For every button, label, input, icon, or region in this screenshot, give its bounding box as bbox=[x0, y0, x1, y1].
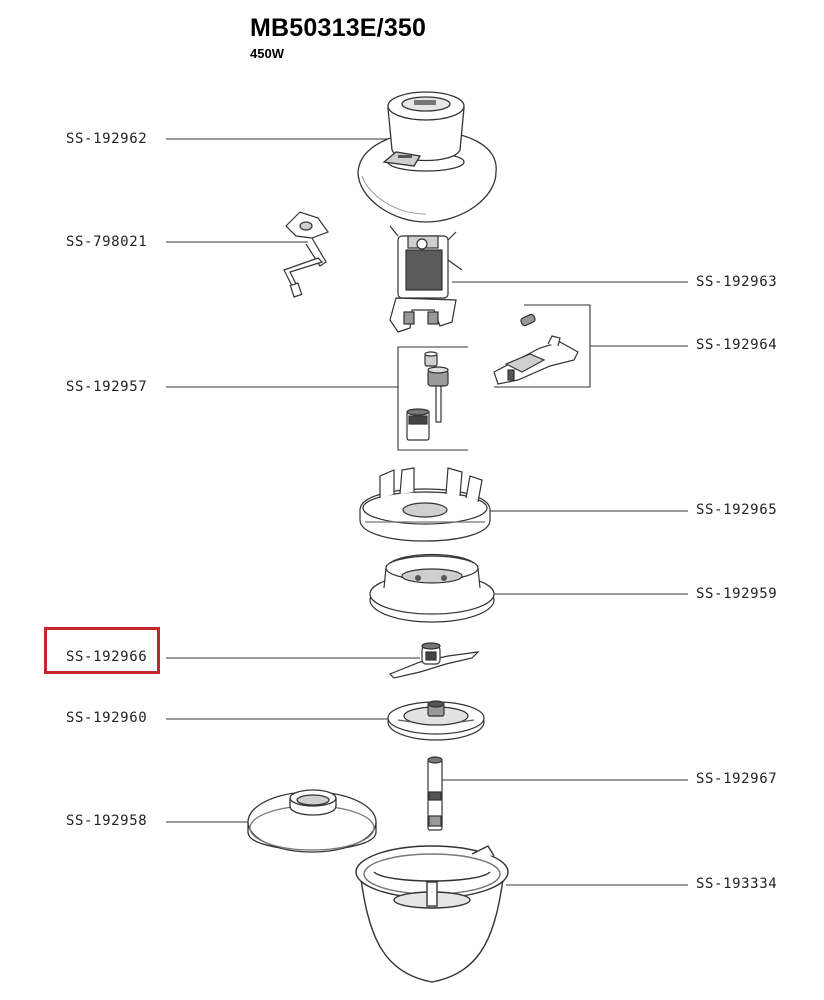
lid-drawing bbox=[357, 91, 497, 223]
leader-gears-bracket bbox=[397, 346, 468, 451]
highlight-box bbox=[44, 627, 160, 674]
model-title: MB50313E/350 bbox=[250, 14, 427, 42]
ring-drawing bbox=[369, 554, 495, 623]
part-label-gears: SS-192957 bbox=[66, 379, 148, 395]
part-label-ring: SS-192959 bbox=[696, 586, 778, 602]
bowl-drawing bbox=[355, 845, 509, 983]
part-label-switch: SS-192964 bbox=[696, 337, 778, 353]
housing-drawing bbox=[359, 467, 491, 542]
part-label-crank: SS-798021 bbox=[66, 234, 148, 250]
part-label-lid: SS-192962 bbox=[66, 131, 148, 147]
crank-drawing bbox=[283, 211, 329, 298]
part-label-cover: SS-192958 bbox=[66, 813, 148, 829]
part-label-motor: SS-192963 bbox=[696, 274, 778, 290]
part-label-blade: SS-192966 bbox=[66, 649, 148, 665]
leader-lines bbox=[166, 138, 688, 886]
cover-drawing bbox=[247, 789, 377, 853]
power-rating: 450W bbox=[250, 46, 284, 61]
part-label-disc: SS-192960 bbox=[66, 710, 148, 726]
part-label-housing: SS-192965 bbox=[696, 502, 778, 518]
switch-drawing bbox=[493, 313, 579, 385]
shaft-drawing bbox=[427, 756, 443, 831]
blade-drawing bbox=[388, 642, 480, 679]
part-label-bowl: SS-193334 bbox=[696, 876, 778, 892]
gears-drawing bbox=[406, 351, 449, 441]
disc-drawing bbox=[387, 700, 485, 741]
part-label-shaft: SS-192967 bbox=[696, 771, 778, 787]
motor-drawing bbox=[389, 225, 463, 333]
